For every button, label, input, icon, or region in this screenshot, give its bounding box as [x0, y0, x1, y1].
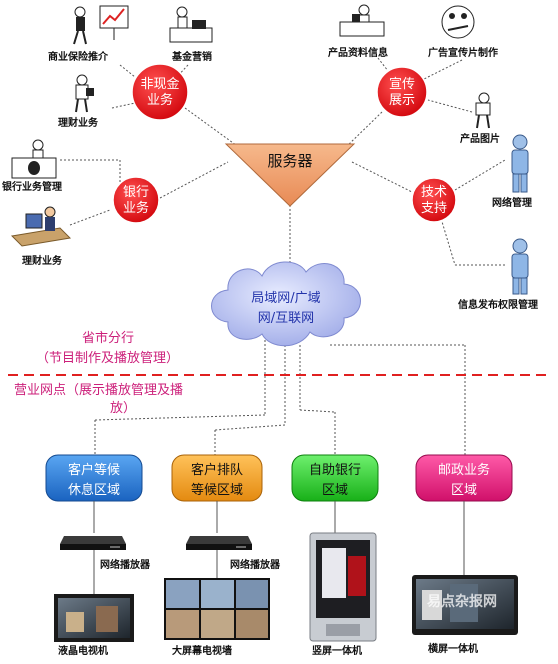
info-publish-label: 信息发布权限管理 — [458, 298, 538, 311]
zone-queue-line1: 客户排队 — [191, 462, 243, 478]
wealth-bottom-label: 理财业务 — [22, 254, 63, 267]
cloud-icon: 局域网/广域 网/互联网 — [211, 261, 361, 347]
non-cash-line2: 业务 — [147, 92, 173, 108]
promo-line2: 展示 — [389, 93, 415, 108]
divider-lower-line2: 放） — [110, 401, 136, 416]
kiosk-horizontal-label: 横屏一体机 — [428, 642, 478, 655]
tech-circle: 技术 支持 — [411, 177, 457, 223]
connector-lines — [60, 57, 506, 455]
zone-postal: 邮政业务 区域 — [415, 454, 513, 502]
bank-line2: 业务 — [123, 200, 149, 216]
divider-lower-line1: 营业网点（展示播放管理及播 — [14, 383, 183, 398]
product-info-label: 产品资料信息 — [328, 46, 388, 59]
player-right-icon — [186, 536, 252, 550]
network-mgmt-icon — [511, 134, 529, 193]
network-line1: 局域网/广域 — [251, 291, 320, 306]
divider-upper-line1: 省市分行 — [82, 330, 134, 346]
insurance-label: 商业保险推介 — [48, 50, 109, 63]
kiosk-horizontal-icon — [412, 575, 518, 635]
zone-queue: 客户排队 等候区域 — [171, 454, 263, 502]
server-node: 服务器 — [224, 143, 356, 207]
zone-waiting-line2: 休息区域 — [68, 482, 120, 498]
product-info-icon — [339, 4, 385, 37]
video-wall-label: 大屏幕电视墙 — [172, 644, 232, 657]
server-label: 服务器 — [267, 152, 312, 170]
insurance-icon — [73, 5, 129, 45]
tech-line1: 技术 — [421, 185, 447, 200]
player-left-label: 网络播放器 — [100, 558, 151, 571]
fund-icon — [169, 6, 213, 43]
product-image-icon — [475, 92, 491, 129]
video-wall-icon — [164, 578, 270, 640]
fund-label: 基金营销 — [171, 50, 212, 63]
bank-line1: 银行 — [123, 185, 149, 200]
zone-queue-line2: 等候区域 — [191, 482, 243, 498]
kiosk-vertical-icon — [309, 532, 377, 642]
bank-mgmt-icon — [11, 139, 57, 179]
watermark: 易点杂报网 — [427, 593, 497, 610]
zone-postal-line1: 邮政业务 — [438, 462, 490, 478]
non-cash-circle: 非现金 业务 — [131, 63, 189, 121]
non-cash-line1: 非现金 — [140, 76, 179, 92]
divider-upper-line2: （节目制作及播放管理） — [36, 351, 179, 366]
zone-self-service-line1: 自助银行 — [309, 463, 361, 478]
product-image-label: 产品图片 — [460, 132, 500, 145]
bank-circle: 银行 业务 — [112, 176, 160, 224]
wealth-bottom-icon — [10, 206, 72, 247]
player-right-label: 网络播放器 — [230, 558, 281, 571]
bank-mgmt-label: 银行业务管理 — [2, 180, 62, 193]
kiosk-vertical-label: 竖屏一体机 — [312, 644, 362, 657]
ad-film-icon — [441, 5, 475, 39]
lcd-tv-icon — [54, 594, 134, 642]
zone-waiting-line1: 客户等候 — [68, 462, 120, 478]
promo-circle: 宣传 展示 — [376, 66, 428, 118]
promo-line1: 宣传 — [389, 76, 415, 92]
lcd-tv-label: 液晶电视机 — [58, 644, 108, 657]
zone-postal-line2: 区域 — [451, 483, 477, 498]
network-line2: 网/互联网 — [258, 311, 314, 326]
network-mgmt-label: 网络管理 — [492, 196, 532, 209]
player-left-icon — [60, 536, 126, 550]
info-publish-icon — [511, 238, 529, 295]
wealth-top-label: 理财业务 — [58, 116, 99, 129]
ad-film-label: 广告宣传片制作 — [428, 46, 498, 59]
tech-line2: 支持 — [421, 201, 447, 216]
zone-self-service: 自助银行 区域 — [291, 454, 379, 502]
zone-waiting: 客户等候 休息区域 — [45, 454, 143, 502]
zone-self-service-line2: 区域 — [322, 483, 348, 498]
zone-connectors — [93, 501, 465, 594]
wealth-top-icon — [75, 74, 94, 113]
